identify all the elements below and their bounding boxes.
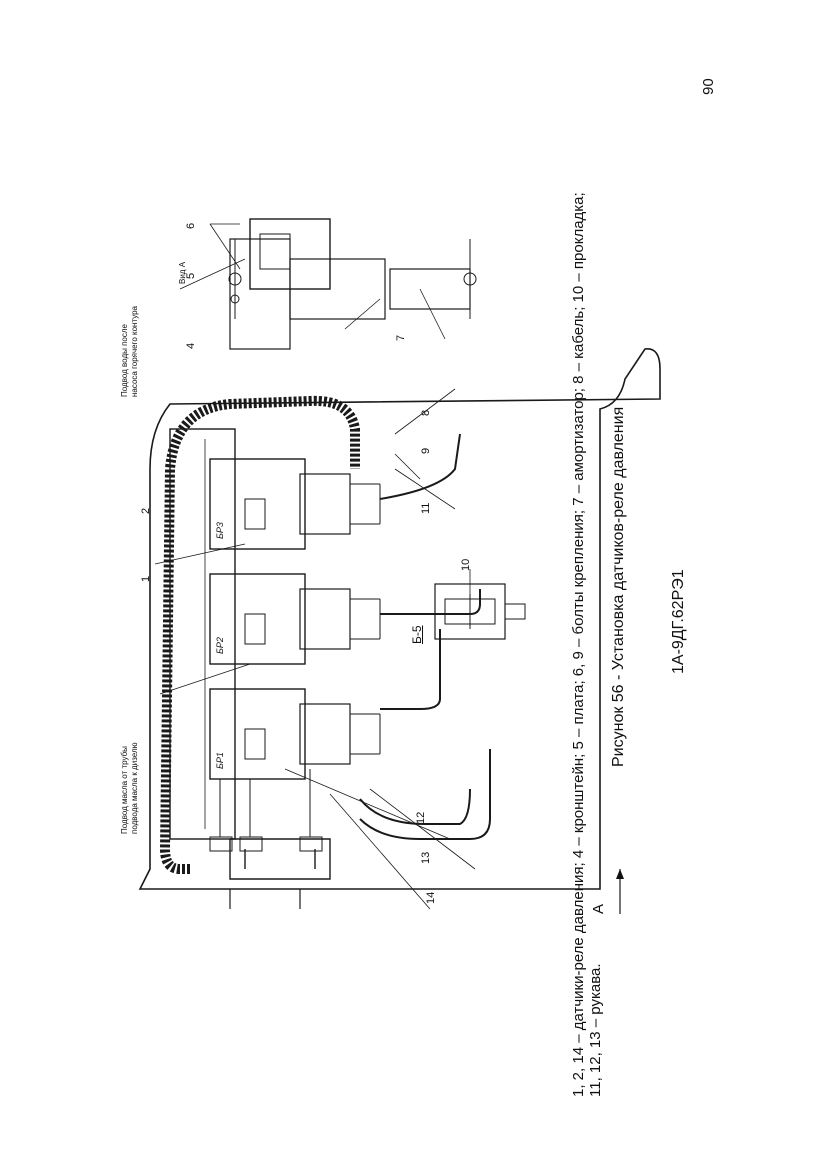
callout-7: 7	[395, 334, 407, 341]
relay-mark-1: БР1	[215, 752, 225, 769]
callout-8: 8	[420, 409, 432, 416]
hose-12	[359, 749, 491, 840]
callout-14: 14	[425, 891, 437, 904]
legend-line1: 1, 2, 14 – датчики-реле давления; 4 – кр…	[570, 192, 587, 1097]
hose-11	[379, 433, 461, 500]
callout-leaders	[154, 223, 476, 910]
callout-2: 2	[140, 507, 152, 514]
callout-11: 11	[420, 502, 432, 514]
document-code: 1A-9ДГ.62РЭ1	[670, 569, 687, 674]
callout-9: 9	[420, 447, 432, 454]
hose-13	[359, 788, 471, 825]
callout-5: 5	[185, 272, 197, 279]
left-fittings	[209, 769, 323, 852]
relay-block-2	[209, 573, 381, 665]
oil-note-line1: Подвод масла от трубы	[120, 746, 129, 834]
legend-line2: 11, 12, 13 – рукава.	[587, 963, 604, 1097]
view-a-arrow-label: А	[590, 903, 607, 914]
figure-caption: Рисунок 56 - Установка датчиков-реле дав…	[610, 406, 627, 767]
relay-mark-3: БР3	[215, 522, 225, 539]
relay-block-3	[209, 458, 381, 550]
relay-block-1	[209, 688, 381, 780]
water-note-line2: насоса горячего контура	[130, 305, 139, 397]
view-a	[228, 218, 477, 350]
cable	[159, 395, 360, 874]
section-title: Б-5	[410, 625, 424, 644]
callout-6: 6	[185, 222, 197, 229]
callout-12: 12	[415, 811, 427, 824]
relay-mark-2: БР2	[215, 637, 225, 654]
callout-4: 4	[185, 342, 197, 349]
callout-1: 1	[140, 575, 152, 582]
oil-note-line2: подвода масла к дизелю	[130, 742, 139, 834]
view-a-arrow	[616, 869, 624, 914]
base-plate	[169, 428, 236, 840]
flange	[229, 838, 331, 880]
water-note-line1: Подвод воды после	[120, 324, 129, 397]
callout-10: 10	[460, 558, 472, 571]
callout-13: 13	[420, 851, 432, 864]
hose-middle	[380, 589, 481, 615]
engine-outline	[138, 348, 661, 890]
